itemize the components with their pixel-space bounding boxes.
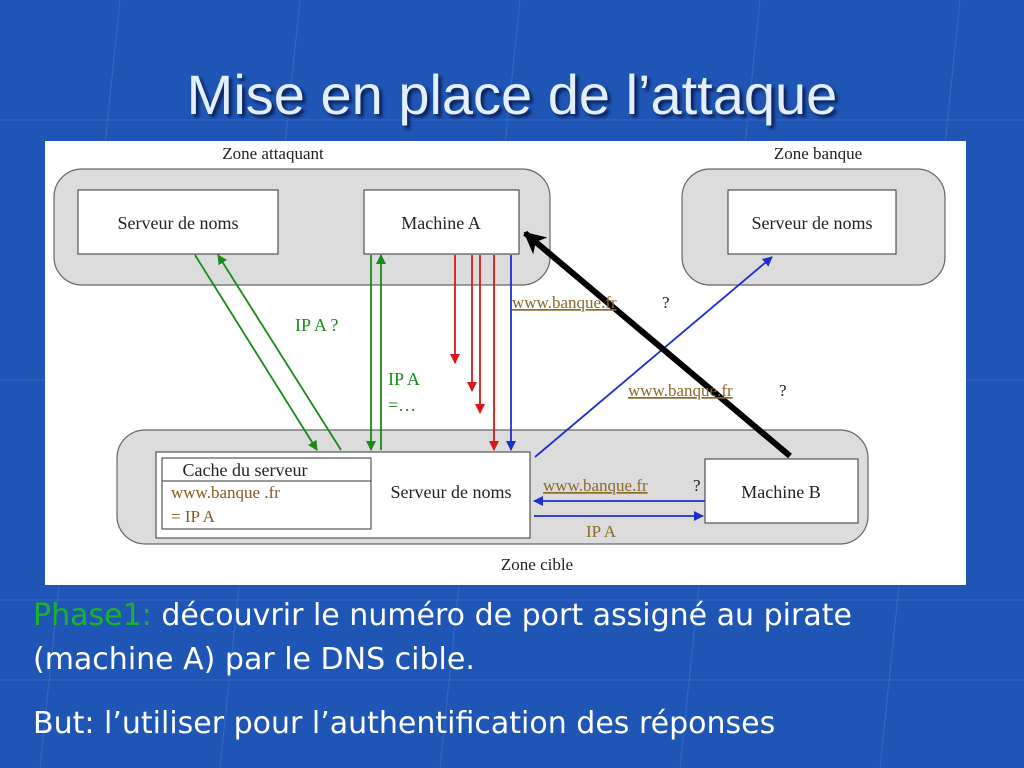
phase-label: Phase1: [33,598,152,633]
label-ip-a-query: IP A ? [295,315,338,335]
goal-description: But: l’utiliser pour l’authentification … [33,706,776,741]
diagram-canvas: Zone attaquant Zone banque Zone cible Se… [53,144,946,574]
machine-a-box [363,189,520,255]
dns-attack-diagram: Zone attaquant Zone banque Zone cible Se… [45,141,966,585]
attacker-nameserver-label: Serveur de noms [118,213,239,233]
slide-title: Mise en place de l’attaque [186,63,838,126]
arrow-blue-to-bank [534,256,773,458]
label-ip-a-answer-cont: =… [388,395,416,415]
machine-b-box [704,458,859,524]
cache-box [161,457,372,530]
zone-attacker-label: Zone attaquant [222,144,324,163]
bank-nameserver-label: Serveur de noms [752,213,873,233]
label-bank-query-1-q: ? [662,293,670,312]
cache-title: Cache du serveur [183,460,308,480]
zone-bank-label: Zone banque [774,144,862,163]
zone-target-label: Zone cible [501,555,573,574]
target-nameserver-label: Serveur de noms [391,482,512,502]
label-ip-a-reply: IP A [586,522,617,541]
arrow-black-b-to-a [523,230,792,459]
phase-description: Phase1: découvrir le numéro de port assi… [33,594,993,682]
arrow-ns-query-down [194,254,318,451]
cache-entry-value: = IP A [171,507,216,526]
label-bank-query-3: www.banque.fr [543,476,648,495]
cache-entry-name: www.banque .fr [171,483,280,502]
bank-nameserver-box [727,189,897,255]
label-bank-query-3-q: ? [693,476,701,495]
label-ip-a-answer: IP A [388,369,420,389]
label-bank-query-1: www.banque.fr [512,293,617,312]
attacker-nameserver-box [77,189,279,255]
label-bank-query-2-q: ? [779,381,787,400]
machine-b-label: Machine B [741,482,820,502]
label-bank-query-2: www.banque.fr [628,381,733,400]
arrow-ns-answer-up [217,254,342,451]
machine-a-label: Machine A [401,213,480,233]
phase-text: découvrir le numéro de port assigné au p… [33,598,852,677]
